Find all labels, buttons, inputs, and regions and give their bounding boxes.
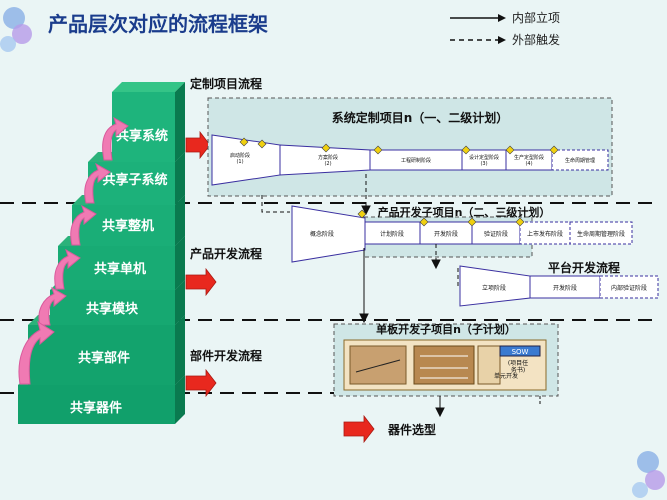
device-flow-label: 器件选型 [387,422,436,437]
board-sow-label: SOW [512,348,529,356]
staircase [18,82,185,424]
platform-flow-label: 平台开发流程 [548,260,620,275]
stair-label-system: 共享系统 [116,128,168,144]
stair-label-subsystem: 共享子系统 [102,172,167,188]
platform-stage-1: 立项阶段 [482,284,506,292]
system-stage-2: 方案阶段(2) [318,154,338,167]
component-flow-label: 部件开发流程 [190,348,262,363]
stair-label-machine: 共享整机 [102,218,154,234]
pink-arrows [18,116,129,385]
product-stage-4: 验证阶段 [484,230,508,238]
device-arrow [343,414,375,444]
stair-label-module: 共享模块 [86,301,139,317]
stair-label-part: 共享部件 [78,350,130,366]
legend-dashed-label: 外部触发 [512,32,560,47]
system-stage-5: 生产定型阶段(4) [514,154,544,167]
system-project-title: 系统定制项目n（一、二级计划） [332,110,509,125]
platform-stage-3: 内部验证阶段 [611,284,647,292]
product-flow-label: 产品开发流程 [190,246,262,261]
product-stage-6: 生命周期管理阶段 [577,230,625,238]
product-project-title: 产品开发子项目n（二、三级计划） [378,205,551,219]
custom-flow-label: 定制项目流程 [190,76,262,91]
decorative-circles [0,7,665,498]
system-stage-4: 设计定型阶段(3) [469,154,499,167]
stair-labels: 共享系统 共享子系统 共享整机 共享单机 共享模块 共享部件 共享器件 [70,128,168,416]
stair-label-device: 共享器件 [70,400,122,416]
system-stage-3: 工程研制阶段 [401,157,431,164]
product-stage-5: 上市发布阶段 [527,230,563,238]
platform-stage-2: 开发阶段 [553,284,577,292]
product-project-box: 产品开发子项目n（二、三级计划） 概念阶段 计划阶段 开发阶段 验证阶段 上市发… [291,205,633,263]
legend-solid-label: 内部立项 [512,10,560,25]
system-stage-6: 生命周期管理 [565,157,595,164]
stair-label-unit: 共享单机 [94,261,146,277]
platform-project: 立项阶段 开发阶段 内部验证阶段 [459,265,659,307]
system-stage-1: 启动阶段(1) [230,152,250,165]
red-arrows [185,130,375,444]
legend: 内部立项 外部触发 [450,10,560,47]
board-project-title: 单板开发子项目n（子计划） [376,322,516,336]
product-stage-3: 开发阶段 [434,230,458,238]
product-stage-1: 概念阶段 [310,230,334,238]
system-project-box: 系统定制项目n（一、二级计划） 启动阶段(1) 方案阶段(2) 工程研制阶段 设… [207,97,613,197]
board-project-box: 单板开发子项目n（子计划） SOW (项目任务书) 单元开发 [333,322,559,397]
board-sow-sub-label: (项目任务书) [508,359,528,374]
product-stage-2: 计划阶段 [380,230,404,238]
page-title: 产品层次对应的流程框架 [48,12,268,36]
board-unit-label: 单元开发 [494,372,518,380]
